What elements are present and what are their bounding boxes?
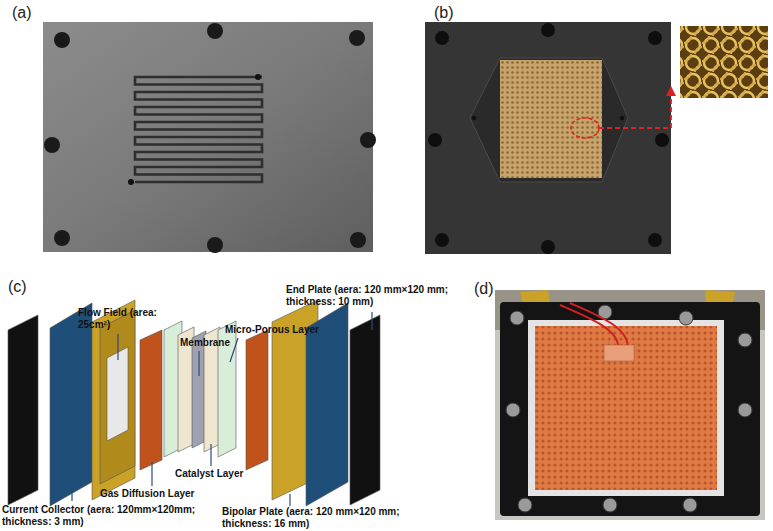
part-label: End Plate (aera: 120 mm×120 mm; thicknes… [286, 284, 470, 308]
panel-letter: (b) [434, 4, 454, 22]
part-label: Membrane [180, 337, 250, 349]
part-label: Gas Diffusion Layer [100, 488, 220, 500]
leader-lines [72, 312, 372, 506]
part-label: Flow Field (area: 25cm²) [78, 307, 160, 331]
panel-letter: (a) [12, 4, 32, 22]
panel-letter: (d) [474, 280, 494, 298]
part-label: Current Collector (aera: 120mm×120mm; th… [2, 504, 216, 528]
graphite-plate-photo [43, 22, 376, 253]
part-label: Micro-Porous Layer [225, 324, 345, 336]
part-label: Bipolar Plate (aera: 120 mm×120 mm; thic… [222, 506, 436, 530]
exploded-cell-schematic [8, 300, 380, 506]
part-label: Catalyst Layer [175, 468, 275, 480]
foam-plate-photo [425, 22, 768, 254]
assembled-cell-photo [495, 290, 765, 520]
panel-letter: (c) [8, 278, 27, 296]
